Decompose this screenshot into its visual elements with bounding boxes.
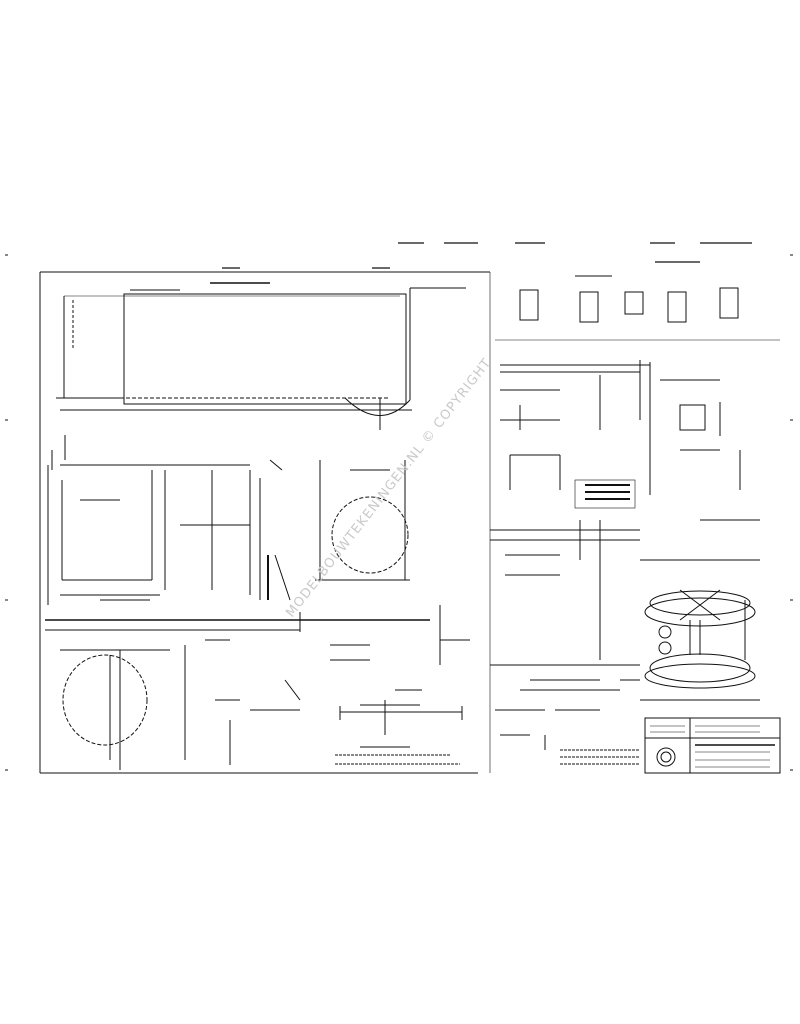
right-middle-sections [490, 375, 760, 660]
edge-ticks [5, 254, 793, 771]
beam-line [45, 605, 470, 665]
title-block [644, 717, 781, 774]
seal-icon [656, 747, 676, 767]
mid-left-details [47, 435, 261, 605]
right-bottom-details [490, 664, 640, 765]
watermark-text: MODELBOUWTEKENINGEN.NL © COPYRIGHT [283, 356, 494, 621]
main-frame [39, 271, 491, 774]
bottom-middle-elevation [335, 689, 463, 765]
right-top-sections [495, 275, 780, 495]
frame-circle-detail [267, 459, 410, 601]
platform-views [640, 559, 760, 701]
header-strokes [222, 242, 752, 269]
hull-side-view [56, 282, 466, 430]
bottom-left-details [60, 639, 370, 770]
